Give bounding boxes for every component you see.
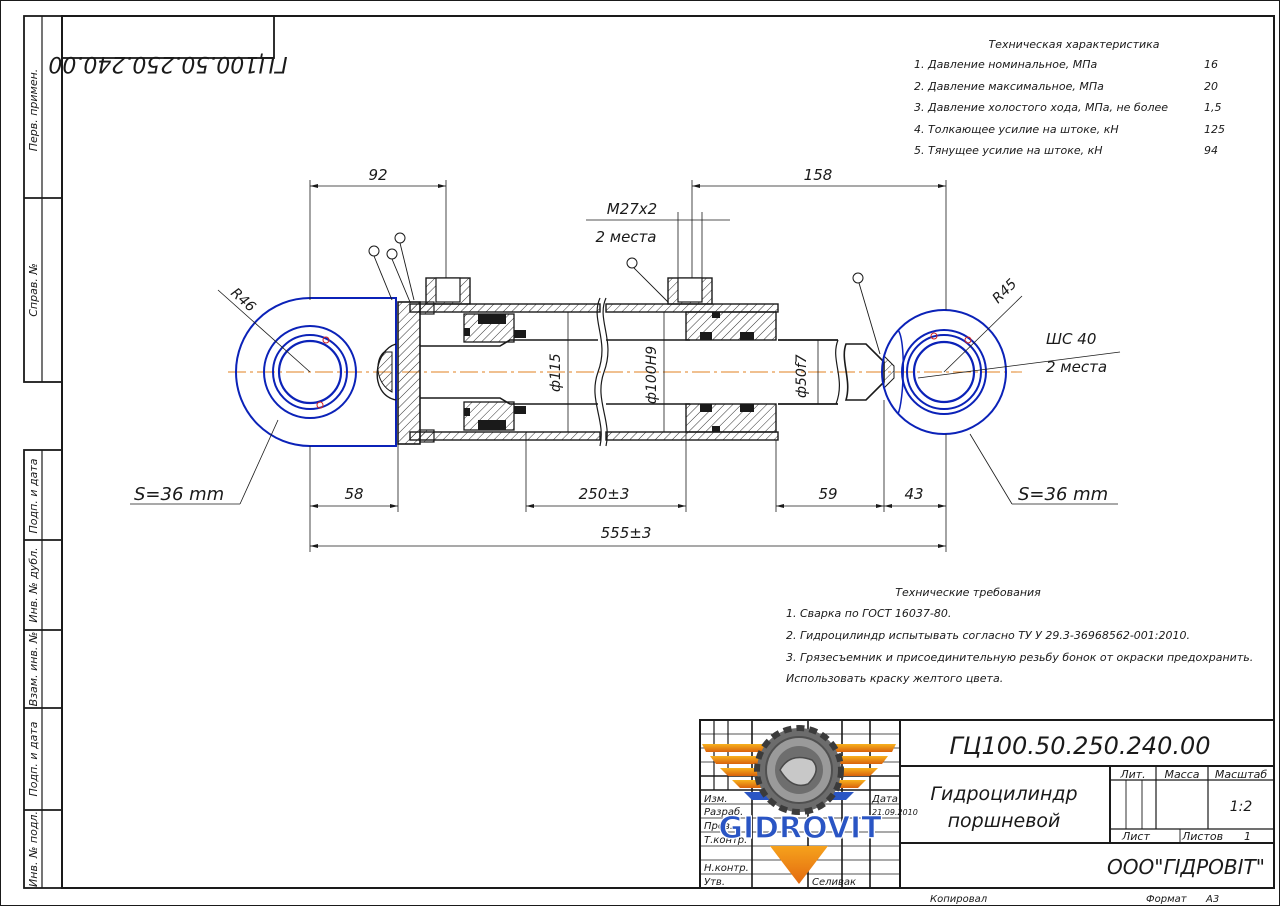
company-name: ООО"ГІДРОВІТ" xyxy=(1107,855,1265,879)
spec-label-1: 1. Давление номинальное, МПа xyxy=(914,58,1097,71)
side-strip: Перв. примен. Справ. № Подп. и дата Инв.… xyxy=(23,15,63,889)
tech-req-line-4: Использовать краску желтого цвета. xyxy=(786,672,1003,685)
row-utv: Утв. xyxy=(704,877,725,888)
side-label-podp2: Подп. и дата xyxy=(27,721,40,796)
spec-value-1: 16 xyxy=(1204,58,1218,71)
dim-58: 58 xyxy=(344,485,363,503)
tech-specs: Техническая характеристика 1. Давление н… xyxy=(914,38,1225,157)
row-razrab: Разраб. xyxy=(704,806,743,818)
spec-value-2: 20 xyxy=(1204,80,1218,93)
dim-43: 43 xyxy=(904,485,923,503)
dim-250: 250±3 xyxy=(579,485,630,503)
label-listov: Листов xyxy=(1181,830,1223,843)
front-gland xyxy=(685,311,777,433)
spec-label-5: 5. Тянущее усилие на штоке, кН xyxy=(914,144,1103,157)
scale-value: 1:2 xyxy=(1230,799,1253,815)
mirrored-code: ГЦ100.50.250.240.00 xyxy=(48,51,287,76)
spec-label-2: 2. Давление максимальное, МПа xyxy=(914,80,1104,93)
logo-text: GIDROVIT xyxy=(718,811,882,846)
rear-cap xyxy=(397,277,471,445)
label-format: Формат xyxy=(1146,894,1188,905)
side-label-sprav: Справ. № xyxy=(27,263,40,317)
label-lit: Лит. xyxy=(1119,768,1145,781)
right-eye xyxy=(881,309,1007,435)
spec-value-3: 1,5 xyxy=(1204,101,1222,114)
col-data: Дата xyxy=(871,794,898,805)
row-nkontr: Н.контр. xyxy=(704,863,749,874)
leader-markers xyxy=(368,232,881,355)
dim-555: 555±3 xyxy=(601,524,652,542)
spec-label-4: 4. Толкающее усилие на штоке, кН xyxy=(914,123,1119,136)
dim-92: 92 xyxy=(368,166,387,184)
dim-d100: ф100Н9 xyxy=(644,346,660,404)
row-prov: Пров. xyxy=(704,821,733,832)
row-tkontr: Т.контр. xyxy=(704,835,747,846)
gidrovit-logo: GIDROVIT xyxy=(702,725,896,884)
dim-r46: R46 xyxy=(227,285,258,315)
date-value: 21.09.2010 xyxy=(872,808,918,817)
mirrored-code-box: ГЦ100.50.250.240.00 xyxy=(48,15,288,76)
dim-s-right: S=36 mm xyxy=(1018,484,1108,505)
tech-req-title: Технические требования xyxy=(895,586,1041,599)
piston-rod xyxy=(420,339,895,405)
cylinder-drawing: 92 158 М27х2 2 места R46 R45 ШС 40 2 мес… xyxy=(130,166,1121,552)
label-masshtab: Масштаб xyxy=(1215,768,1267,781)
tech-req-line-3: 3. Грязесъемник и присоединительную резь… xyxy=(786,651,1253,664)
dim-shc: ШС 40 xyxy=(1046,330,1096,348)
sheets-count: 1 xyxy=(1244,830,1251,843)
tech-requirements: Технические требования 1. Сварка по ГОСТ… xyxy=(786,586,1253,685)
dim-shc-places: 2 места xyxy=(1046,358,1107,376)
label-list: Лист xyxy=(1121,830,1150,843)
label-massa: Масса xyxy=(1164,768,1199,781)
dim-59: 59 xyxy=(818,485,837,503)
tech-req-line-1: 1. Сварка по ГОСТ 16037-80. xyxy=(786,607,951,620)
dim-thread-places: 2 места xyxy=(595,228,656,246)
side-label-perv: Перв. примен. xyxy=(27,69,40,152)
spec-value-4: 125 xyxy=(1204,123,1225,136)
tech-req-line-2: 2. Гидроцилиндр испытывать согласно ТУ У… xyxy=(786,629,1190,642)
title-name-2: поршневой xyxy=(948,810,1061,832)
dim-s-left: S=36 mm xyxy=(134,484,224,505)
spec-label-3: 3. Давление холостого хода, МПа, не боле… xyxy=(914,101,1168,114)
title-block: Изм. Разраб. Пров. Т.контр. Н.контр. Утв… xyxy=(699,719,1275,905)
format-value: А3 xyxy=(1205,894,1219,905)
approver-name: Селивак xyxy=(812,877,856,888)
dim-158: 158 xyxy=(804,166,833,184)
side-label-podp1: Подп. и дата xyxy=(27,458,40,533)
title-name-1: Гидроцилиндр xyxy=(930,783,1077,805)
dim-thread: М27х2 xyxy=(607,200,657,218)
left-eye xyxy=(235,297,397,447)
dim-d115: ф115 xyxy=(548,353,564,392)
tech-specs-title: Техническая характеристика xyxy=(988,38,1159,51)
side-label-inv-dubl: Инв. № дубл. xyxy=(27,547,40,622)
barrel xyxy=(409,277,779,447)
dim-d50: ф50f7 xyxy=(794,354,810,398)
side-label-vzam: Взам. инв. № xyxy=(27,632,40,707)
side-label-inv-podl: Инв. № подл. xyxy=(27,811,40,887)
label-kopiroval: Копировал xyxy=(930,894,988,905)
title-code: ГЦ100.50.250.240.00 xyxy=(949,732,1210,760)
spec-value-5: 94 xyxy=(1204,144,1218,157)
piston xyxy=(463,313,526,431)
row-izm: Изм. xyxy=(704,794,728,805)
